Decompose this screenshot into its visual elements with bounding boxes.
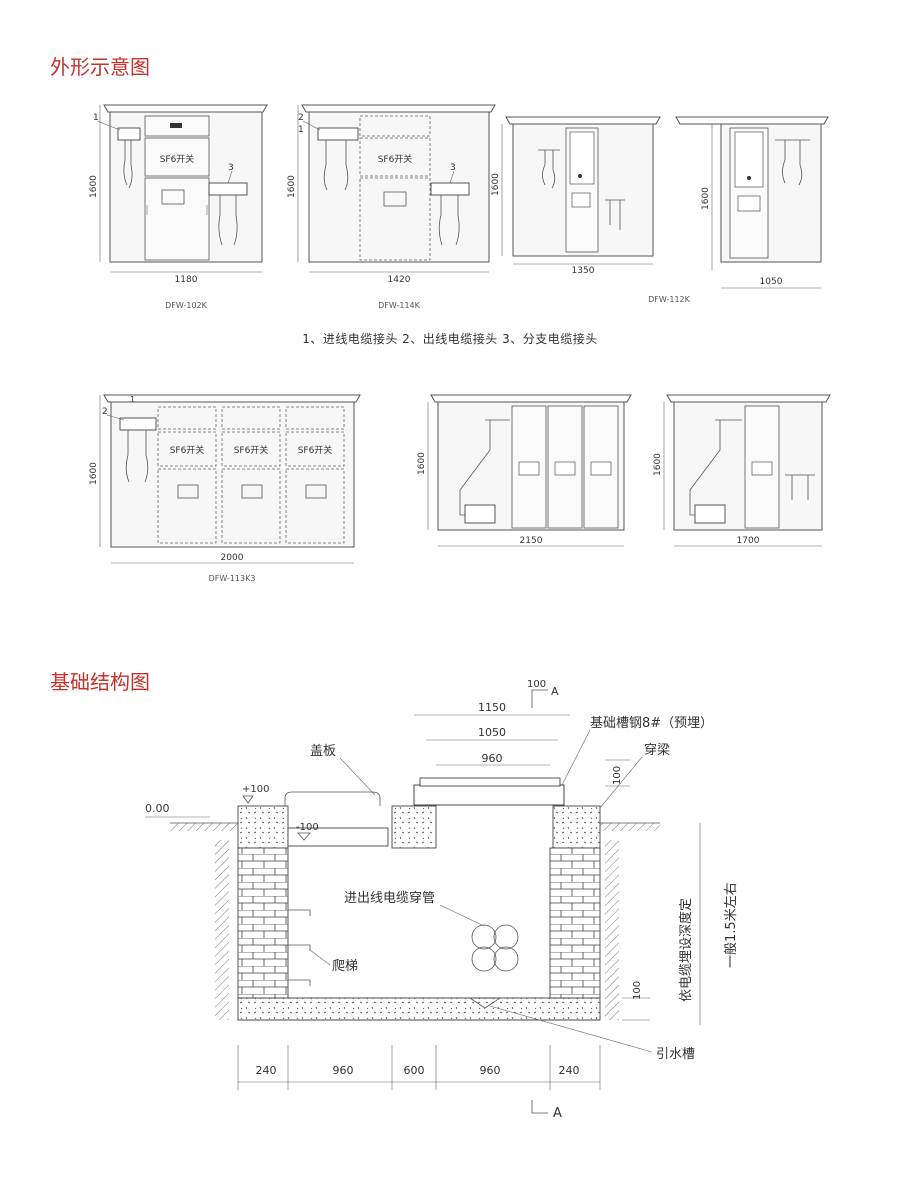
foundation-dim-960: 960 [482,752,503,765]
unit-dfw-113k3: SF6开关 SF6开关 SF6开关 2 1 1600 2000 DFW-113K… [89,394,361,583]
unit5-switch-label-2: SF6开关 [234,444,269,456]
unit2-switch-label: SF6开关 [378,153,413,165]
ground-level: 0.00 [145,802,170,815]
unit-2150: 1600 2150 [417,394,632,547]
cover-level-plus: +100 [242,784,269,795]
label-beam: 穿梁 [644,742,670,758]
section-marker-top: A [551,685,559,698]
unit4-width-dim: 1050 [760,277,783,287]
label-conduit: 进出线电缆穿管 [344,890,435,906]
cover-level-minus: -100 [296,822,319,833]
foundation-dim-1150: 1150 [478,701,506,714]
unit1-callout-1: 1 [93,113,99,123]
cable-joint-legend: 1、进线电缆接头 2、出线电缆接头 3、分支电缆接头 [302,332,598,346]
bottom-dim-600: 600 [404,1064,425,1077]
unit-1700: 1600 1700 [653,394,831,547]
section-dim-100: 100 [527,679,546,690]
unit2-model: DFW-114K [378,301,421,310]
unit5-width-dim: 2000 [221,553,244,563]
foundation-dim-100-right: 100 [612,766,623,785]
unit5-model: DFW-113K3 [209,574,256,583]
unit5-callout-2: 2 [102,407,108,417]
unit2-width-dim: 1420 [388,275,411,285]
unit2-callout-3: 3 [450,163,456,173]
bottom-dim-240-left: 240 [256,1064,277,1077]
label-channel: 基础槽钢8#（预埋） [590,716,713,731]
unit2-callout-2: 2 [298,113,304,123]
unit6-width-dim: 2150 [520,536,543,546]
label-depth-2: 一般1.5米左右 [723,882,739,968]
unit3-height-dim: 1600 [491,173,501,196]
unit7-height-dim: 1600 [653,453,663,476]
unit1-callout-3: 3 [228,163,234,173]
label-drain: 引水槽 [656,1047,695,1062]
exterior-section-title: 外形示意图 [50,55,150,79]
unit1-switch-label: SF6开关 [160,153,195,165]
unit1-height-dim: 1600 [89,175,99,198]
foundation-dim-1050: 1050 [478,726,506,739]
unit6-height-dim: 1600 [417,452,427,475]
label-depth-1: 依电缆埋设深度定 [678,898,694,1002]
unit7-width-dim: 1700 [737,536,760,546]
unit5-callout-1: 1 [130,395,135,404]
bottom-dim-960-right: 960 [480,1064,501,1077]
bottom-dim-240-right: 240 [559,1064,580,1077]
unit4-height-dim: 1600 [701,187,711,210]
unit4-model: DFW-112K [648,295,691,304]
label-cover: 盖板 [310,744,336,759]
unit-1350: 1600 1350 [491,116,661,276]
unit3-width-dim: 1350 [572,266,595,276]
unit5-height-dim: 1600 [89,462,99,485]
unit5-switch-label-1: SF6开关 [170,444,205,456]
unit1-width-dim: 1180 [175,275,198,285]
unit-dfw-102k: SF6开关 1 3 1600 1180 DFW-102K [89,104,268,310]
foundation-section-title: 基础结构图 [50,670,150,694]
section-marker-bottom: A [553,1106,562,1121]
unit1-model: DFW-102K [165,301,208,310]
unit5-switch-label-3: SF6开关 [298,444,333,456]
unit-dfw-112k: 1600 1050 DFW-112K [648,116,829,304]
bottom-dim-960-left: 960 [333,1064,354,1077]
unit-dfw-114k: SF6开关 2 1 3 1600 1420 DFW-114K [287,104,496,310]
foundation-dim-100-bottom: 100 [632,981,643,1000]
unit2-callout-1: 1 [298,125,304,135]
label-ladder: 爬梯 [332,959,358,974]
unit2-height-dim: 1600 [287,175,297,198]
foundation-drawing: 1150 1050 960 100 A A 100 +100 -100 0.00… [145,679,739,1121]
